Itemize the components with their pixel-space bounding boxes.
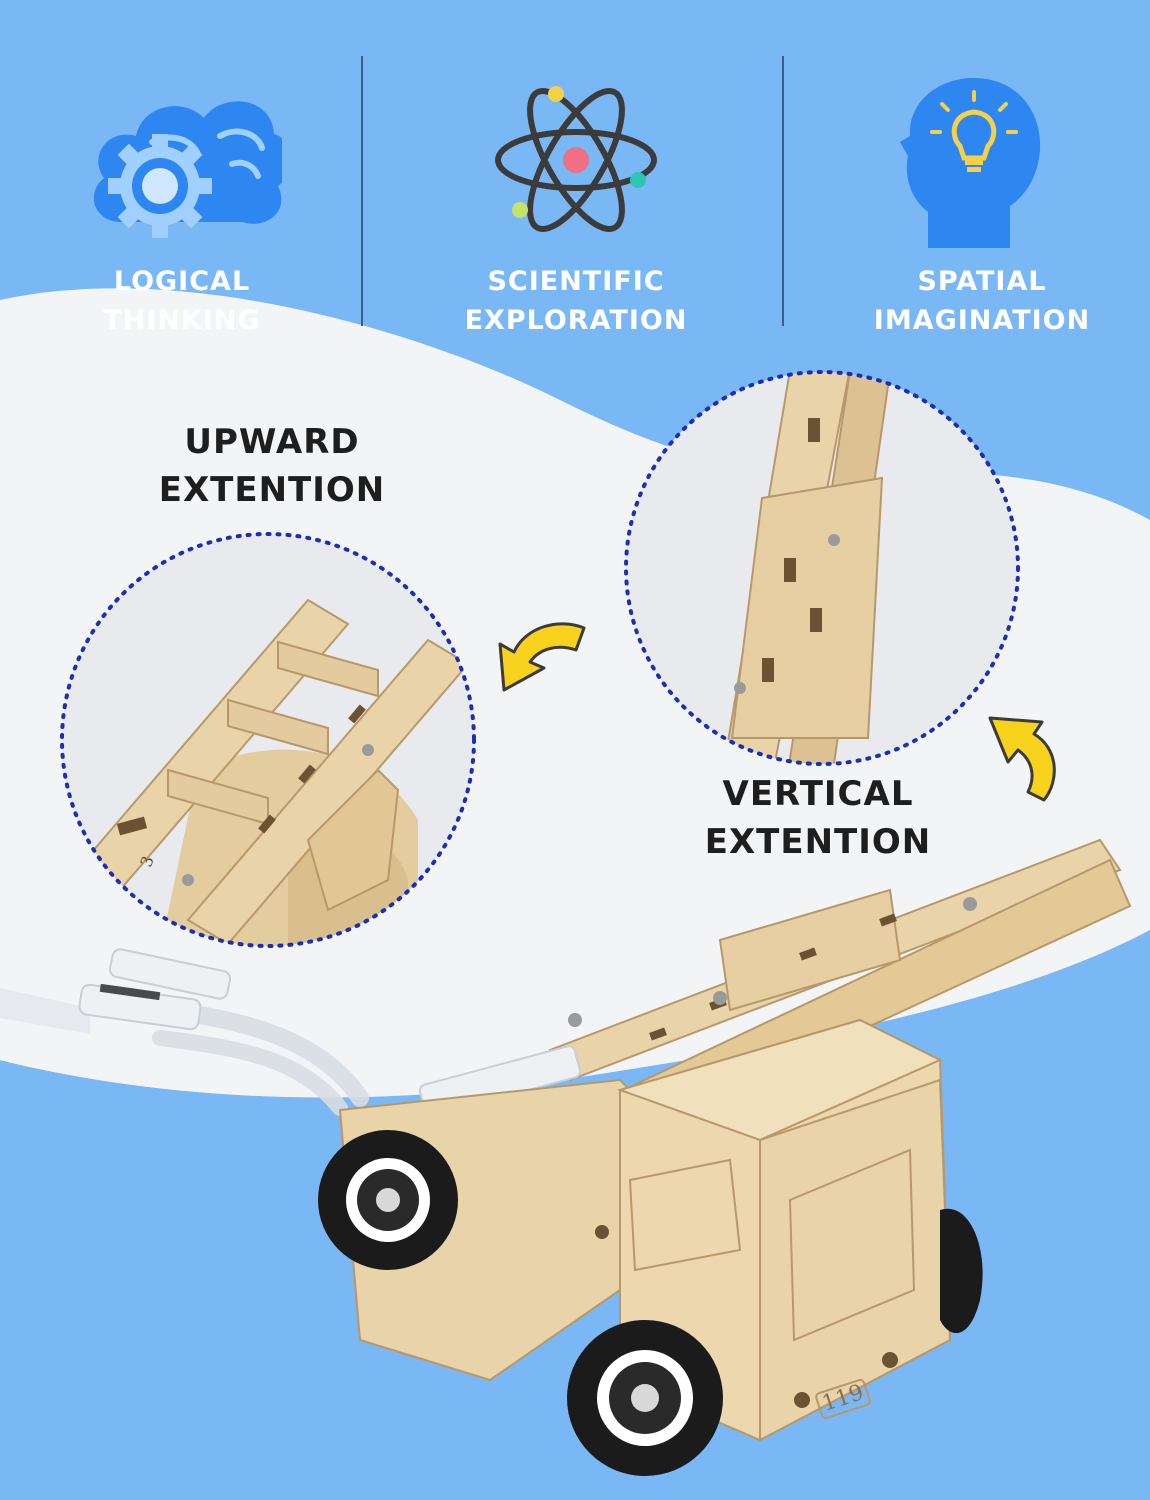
callout-upward-extention: UPWARD EXTENTION (158, 422, 386, 510)
far-wheel-icon (940, 1208, 983, 1334)
vertical-extention-detail-circle (624, 370, 1020, 766)
rear-wheel-icon (318, 1130, 458, 1270)
feature-label-logical-thinking: LOGICAL THINKING (103, 266, 261, 336)
callout-vertical-extention: VERTICAL EXTENTION (704, 774, 932, 862)
curved-arrow-left-icon (498, 622, 586, 692)
divider-left (361, 56, 363, 326)
wooden-fire-truck (318, 838, 1132, 1476)
brain-cloud-gear-icon (93, 101, 282, 238)
feature-label-scientific-exploration: SCIENTIFIC EXPLORATION (464, 266, 688, 336)
divider-right (782, 56, 784, 326)
curved-arrow-up-icon (988, 716, 1056, 802)
upward-extention-detail-circle (60, 532, 476, 948)
head-lightbulb-icon (900, 78, 1041, 248)
front-wheel-icon (567, 1320, 723, 1476)
atom-icon (495, 86, 657, 232)
syringes (0, 948, 369, 1116)
feature-label-spatial-imagination: SPATIAL IMAGINATION (873, 266, 1091, 336)
